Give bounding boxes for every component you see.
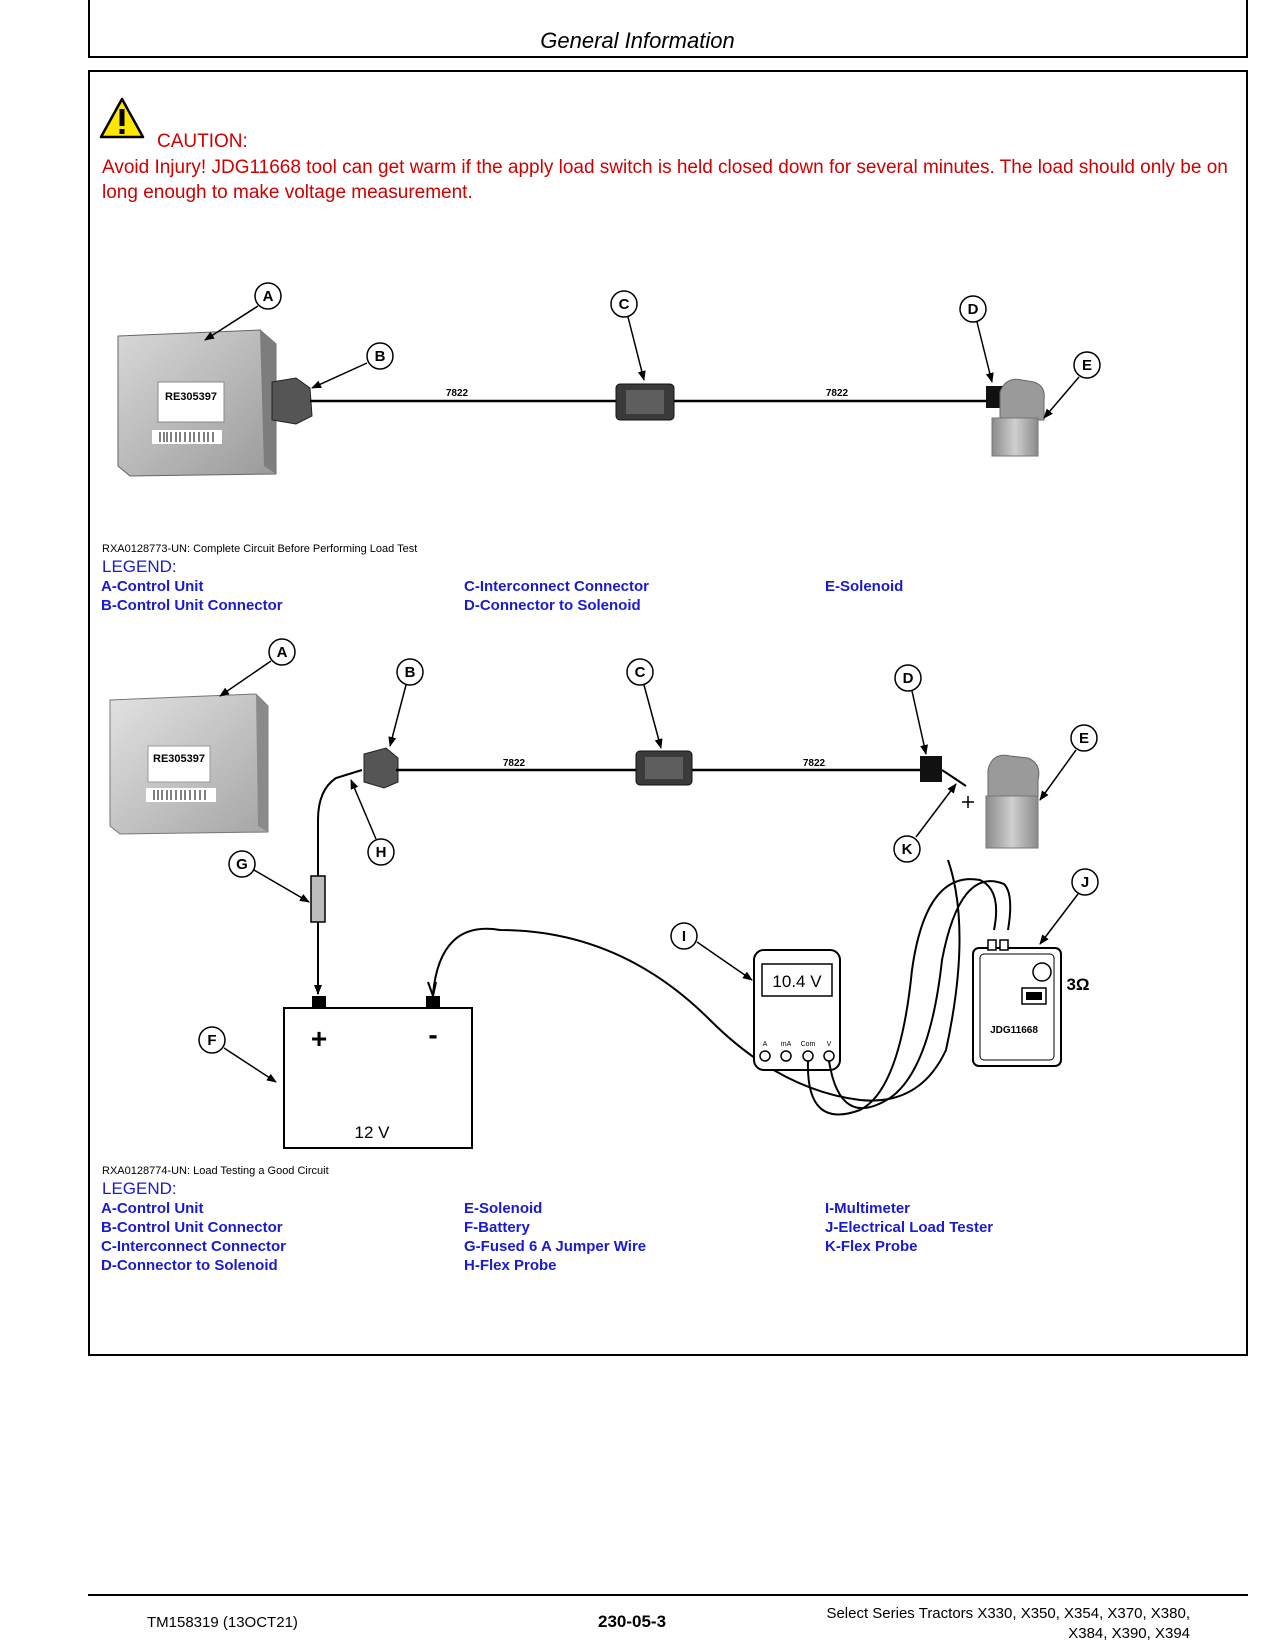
figure-1-diagram: RE305397 7822 7822 A B C D E: [117, 282, 1101, 477]
figure-2-diagram: RE305397 7822 7822 + - 12 V 10.4 V: [109, 638, 1099, 1149]
figure-1-caption: RXA0128773-UN: Complete Circuit Before P…: [102, 543, 418, 555]
svg-text:E: E: [1079, 730, 1089, 747]
battery-minus-label: -: [428, 1019, 437, 1050]
svg-text:D: D: [903, 670, 914, 687]
svg-text:E: E: [1082, 357, 1092, 374]
callout-j: [1071, 868, 1099, 896]
callout-k: [893, 835, 921, 863]
wire-label-left: 7822: [503, 758, 526, 769]
svg-text:K: K: [902, 841, 913, 858]
legend-item: G-Fused 6 A Jumper Wire: [464, 1238, 647, 1255]
legend-item: F-Battery: [464, 1219, 530, 1236]
legend-item: C-Interconnect Connector: [101, 1238, 287, 1255]
document-id: TM158319 (13OCT21): [147, 1614, 298, 1631]
page-number: 230-05-3: [598, 1612, 667, 1631]
svg-text:mA: mA: [781, 1041, 792, 1048]
battery-image: + - 12 V: [283, 996, 473, 1149]
svg-text:Com: Com: [801, 1041, 816, 1048]
callout-b: [366, 342, 394, 370]
model-list-line-1: Select Series Tractors X330, X350, X354,…: [826, 1605, 1190, 1622]
warning-icon: [99, 97, 145, 139]
callout-a: [268, 638, 296, 666]
control-unit-part-label: RE305397: [153, 753, 205, 765]
callout-b: [396, 658, 424, 686]
model-list-line-2: X384, X390, X394: [1068, 1625, 1190, 1642]
svg-text:I: I: [682, 928, 686, 945]
legend-item: C-Interconnect Connector: [464, 578, 650, 595]
control-unit-image: RE305397: [117, 329, 277, 477]
callout-i: [670, 922, 698, 950]
svg-text:F: F: [207, 1032, 216, 1049]
svg-text:A: A: [763, 1041, 768, 1048]
flex-probe-k: [941, 769, 967, 787]
svg-text:B: B: [375, 348, 386, 365]
legend-item: I-Multimeter: [825, 1200, 911, 1217]
legend-item: E-Solenoid: [825, 578, 904, 595]
caution-text: Avoid Injury! JDG11668 tool can get warm…: [102, 157, 1228, 203]
multimeter-image: 10.4 V A mA Com V: [753, 949, 841, 1071]
negative-lead: [432, 859, 961, 1102]
footer-rule: [88, 1594, 1248, 1596]
svg-text:V: V: [827, 1041, 832, 1048]
control-unit-connector: [363, 747, 399, 789]
multimeter-reading: 10.4 V: [772, 972, 822, 991]
load-tester-model: JDG11668: [990, 1025, 1038, 1036]
flex-probe-h-wire: [317, 769, 363, 876]
figure-1-legend-title: LEGEND:: [102, 557, 177, 576]
callout-c: [610, 290, 638, 318]
svg-text:A: A: [263, 288, 274, 305]
battery-plus-label: +: [311, 1023, 327, 1054]
page-title: General Information: [540, 28, 735, 53]
callout-g: [228, 850, 256, 878]
legend-item: K-Flex Probe: [825, 1238, 918, 1255]
control-unit-part-label: RE305397: [165, 391, 217, 403]
callout-f: [198, 1026, 226, 1054]
callout-c: [626, 658, 654, 686]
load-tester-image: JDG11668 3Ω: [972, 939, 1090, 1067]
figure-2-caption: RXA0128774-UN: Load Testing a Good Circu…: [102, 1165, 329, 1177]
figure-2-legend-title: LEGEND:: [102, 1179, 177, 1198]
wire-label-left: 7822: [446, 388, 469, 399]
wire-label-right: 7822: [826, 388, 849, 399]
jumper-fuse: [310, 875, 326, 923]
control-unit-image: RE305397: [109, 693, 269, 835]
svg-text:H: H: [376, 844, 387, 861]
model-list: Select Series Tractors X330, X350, X354,…: [760, 1604, 1190, 1644]
callout-h: [367, 838, 395, 866]
legend-item: D-Connector to Solenoid: [464, 597, 641, 614]
solenoid-image: [985, 754, 1040, 849]
legend-item: E-Solenoid: [464, 1200, 543, 1217]
content-frame: [88, 70, 1248, 1356]
load-tester-resistance: 3Ω: [1066, 975, 1089, 994]
legend-item: J-Electrical Load Tester: [825, 1219, 994, 1236]
page-header: [88, 0, 1248, 58]
svg-text:C: C: [635, 664, 646, 681]
legend-item: B-Control Unit Connector: [101, 597, 283, 614]
legend-item: H-Flex Probe: [464, 1257, 557, 1274]
battery-voltage-label: 12 V: [355, 1123, 391, 1142]
legend-item: A-Control Unit: [101, 1200, 204, 1217]
svg-text:B: B: [405, 664, 416, 681]
svg-text:C: C: [619, 296, 630, 313]
callout-e: [1073, 351, 1101, 379]
svg-text:D: D: [968, 301, 979, 318]
solenoid-connector: [920, 756, 942, 782]
svg-text:G: G: [236, 856, 248, 873]
control-unit-connector: [271, 377, 313, 425]
callout-d: [894, 664, 922, 692]
callout-a: [254, 282, 282, 310]
svg-text:J: J: [1081, 874, 1089, 891]
solenoid-image: [991, 378, 1045, 457]
svg-text:A: A: [277, 644, 288, 661]
legend-item: D-Connector to Solenoid: [101, 1257, 278, 1274]
wire-label-right: 7822: [803, 758, 826, 769]
legend-item: A-Control Unit: [101, 578, 204, 595]
callout-d: [959, 295, 987, 323]
legend-item: B-Control Unit Connector: [101, 1219, 283, 1236]
caution-label: CAUTION:: [157, 131, 248, 152]
callout-e: [1070, 724, 1098, 752]
